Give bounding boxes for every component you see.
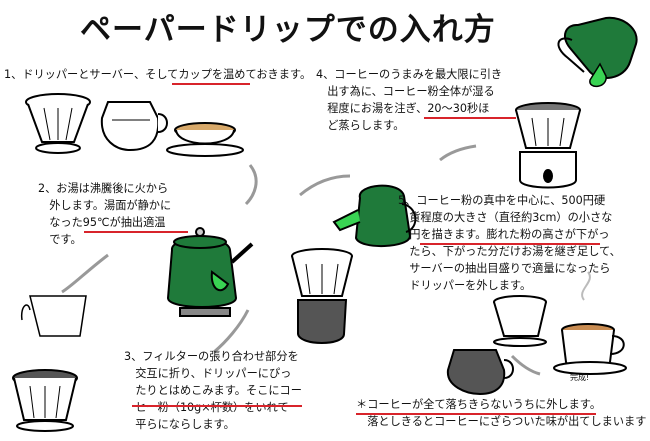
underline-step5	[420, 243, 600, 245]
step-5-text: 5、コーヒー粉の真中を中心に、500円硬 貨程度の大きさ（直径約3cm）の小さな…	[398, 194, 621, 292]
underline-step2	[84, 231, 188, 233]
kettle-icon-step5	[332, 184, 417, 248]
dripper-icon-5	[291, 248, 353, 344]
underline-note	[356, 413, 596, 415]
server-icon-final	[446, 349, 514, 396]
step-2-text: 2、お湯は沸騰後に火から 外します。湯面が静かに なった95℃が抽出適温 です。	[38, 182, 172, 246]
dripper-icon-3	[12, 369, 78, 432]
dripper-icon-1	[25, 93, 91, 154]
note-text: ＊コーヒーが全て落ちきらないうちに外します。 落としきるとコーヒーにざらついた味…	[356, 398, 647, 428]
step-4-text: 4、コーヒーのうまみを最大限に引き 出す為に、コーヒー粉全体が湿る 程度にお湯を…	[316, 68, 503, 132]
step-1-text: 1、ドリッパーとサーバー、そしてカップを温めておきます。	[4, 68, 312, 81]
underline-step4	[424, 117, 516, 119]
arrow-icons	[61, 144, 541, 376]
cup-icon-1	[166, 122, 244, 157]
kettle-icon-top	[557, 16, 638, 88]
underline-step1	[172, 83, 250, 85]
step-3-text: 3、フィルターの張り合わせ部分を 交互に折り、ドリッパーにぴっ たりとはめこみま…	[124, 350, 302, 431]
kettle-icon-step2	[166, 227, 254, 317]
dripper-icon-4	[515, 102, 581, 189]
cup-icon-final	[553, 271, 627, 375]
underline-step3	[132, 405, 302, 407]
server-icon-1	[100, 101, 168, 152]
done-label: 完成!	[570, 373, 590, 382]
filter-icon	[20, 295, 87, 337]
page-title: ペーパードリップでの入れ方	[80, 12, 496, 48]
dripper-icon-final	[493, 295, 547, 347]
